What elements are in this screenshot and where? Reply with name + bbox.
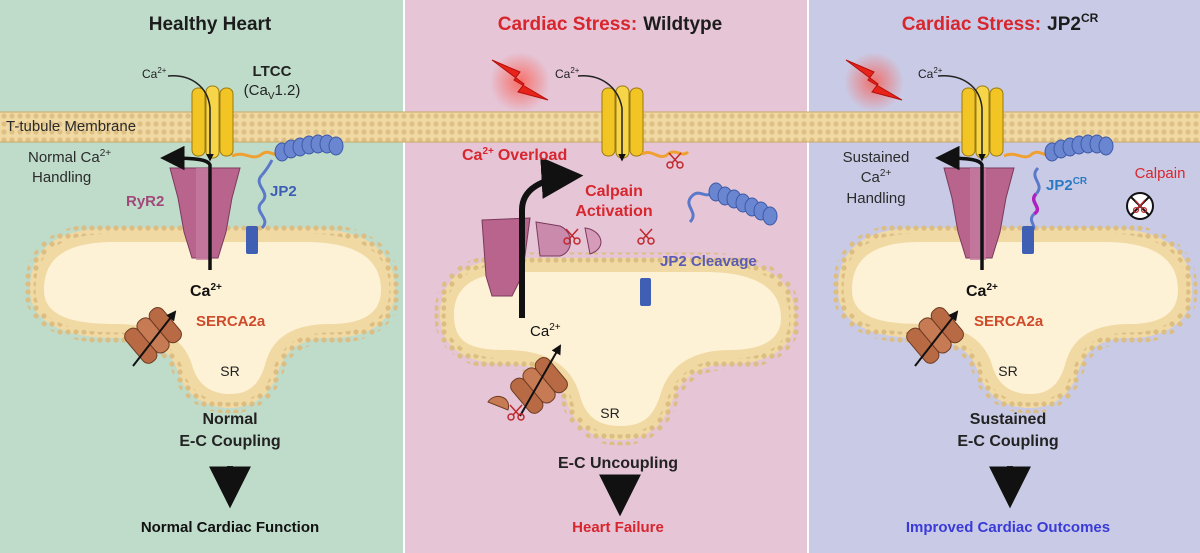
jp2-anchor-wildtype xyxy=(640,278,651,306)
uncoupling-label: E-C Uncoupling xyxy=(558,455,678,472)
ca-sr-label-wildtype: Ca2+ xyxy=(530,322,561,340)
normal-handling-label-1: Normal Ca2+ xyxy=(28,148,111,166)
serca-uptake-arrow-jp2cr xyxy=(914,310,959,367)
normal-handling-label-2: Handling xyxy=(32,169,91,186)
ltcc-label: LTCC xyxy=(253,63,292,80)
sr-label-wildtype: SR xyxy=(600,405,619,421)
ca-influx-arrow-jp2cr xyxy=(937,75,986,162)
ca-influx-arrow-healthy xyxy=(167,75,214,162)
ca-influx-label-jp2cr: Ca2+ xyxy=(918,66,943,81)
jp2-cleaved-fragment-wildtype xyxy=(687,182,778,226)
coupling-label-jp2cr-2: E-C Coupling xyxy=(957,433,1058,450)
jp2-cleavage-label: JP2 Cleavage xyxy=(660,253,757,270)
sr-compartments xyxy=(24,222,1198,446)
ca-influx-label-wildtype: Ca2+ xyxy=(555,66,580,81)
ryr2-label-healthy: RyR2 xyxy=(126,193,164,210)
lightning-bolt-wildtype xyxy=(490,52,550,112)
ltcc-channel-healthy xyxy=(191,85,234,159)
outcome-healthy: Normal Cardiac Function xyxy=(141,519,319,536)
ca-sr-label-jp2cr: Ca2+ xyxy=(966,282,998,300)
serca-label-jp2cr: SERCA2a xyxy=(974,313,1044,330)
sr-label-healthy: SR xyxy=(220,363,239,379)
calpain-activation-label-2: Activation xyxy=(575,203,652,220)
ca-release-arrow-jp2cr xyxy=(935,145,984,270)
panel-title-healthy: Healthy Heart xyxy=(149,14,272,35)
ca-sr-label-healthy: Ca2+ xyxy=(190,282,222,300)
ryr2-channel-wildtype xyxy=(481,217,602,297)
jp2-fragment-wildtype xyxy=(641,150,690,159)
jp2cr-protein xyxy=(1003,134,1114,254)
ltcc-channel-jp2cr xyxy=(961,85,1004,159)
serca-uptake-arrow-healthy xyxy=(132,310,177,367)
serca-pump-wildtype xyxy=(487,357,568,414)
coupling-label-healthy-1: Normal xyxy=(202,411,257,428)
outcome-wildtype: Heart Failure xyxy=(572,519,664,536)
jp2-label-healthy: JP2 xyxy=(270,183,297,200)
serca-pump-healthy xyxy=(124,307,182,364)
ryr2-channel-healthy xyxy=(169,167,241,260)
calpain-label-jp2cr: Calpain xyxy=(1135,165,1186,182)
calpain-activation-label-1: Calpain xyxy=(585,183,643,200)
jp2-protein-healthy xyxy=(231,134,344,254)
sustained-handling-label-3: Handling xyxy=(846,190,905,207)
scissors-icon xyxy=(507,152,684,421)
ca-overload-label: Ca2+Overload xyxy=(462,146,567,164)
cav12-label: (CaV1.2) xyxy=(244,82,301,102)
sustained-handling-label-1: Sustained xyxy=(843,149,910,166)
serca-label-healthy: SERCA2a xyxy=(196,313,266,330)
sr-label-jp2cr: SR xyxy=(998,363,1017,379)
lightning-bolt-jp2cr xyxy=(844,52,904,112)
coupling-label-jp2cr-1: Sustained xyxy=(970,411,1046,428)
panel-title-wildtype: Cardiac Stress:Wildtype xyxy=(498,14,722,35)
panel-title-jp2cr: Cardiac Stress:JP2CR xyxy=(902,11,1099,35)
coupling-label-healthy-2: E-C Coupling xyxy=(179,433,280,450)
outcome-jp2cr: Improved Cardiac Outcomes xyxy=(906,519,1110,536)
calpain-inhibited-icon xyxy=(1126,192,1154,220)
serca-uptake-arrow-wildtype xyxy=(519,344,561,417)
ca-overload-arrow-wildtype xyxy=(519,156,584,318)
ca-influx-label-healthy: Ca2+ xyxy=(142,66,167,81)
membrane-label: T-tubule Membrane xyxy=(6,118,136,135)
t-tubule-membrane xyxy=(0,111,1200,143)
sustained-handling-label-2: Ca2+ xyxy=(861,168,892,186)
ca-influx-arrow-wildtype xyxy=(577,75,626,162)
ca-release-arrow-healthy xyxy=(160,145,212,270)
jp2cr-label: JP2CR xyxy=(1046,176,1088,194)
